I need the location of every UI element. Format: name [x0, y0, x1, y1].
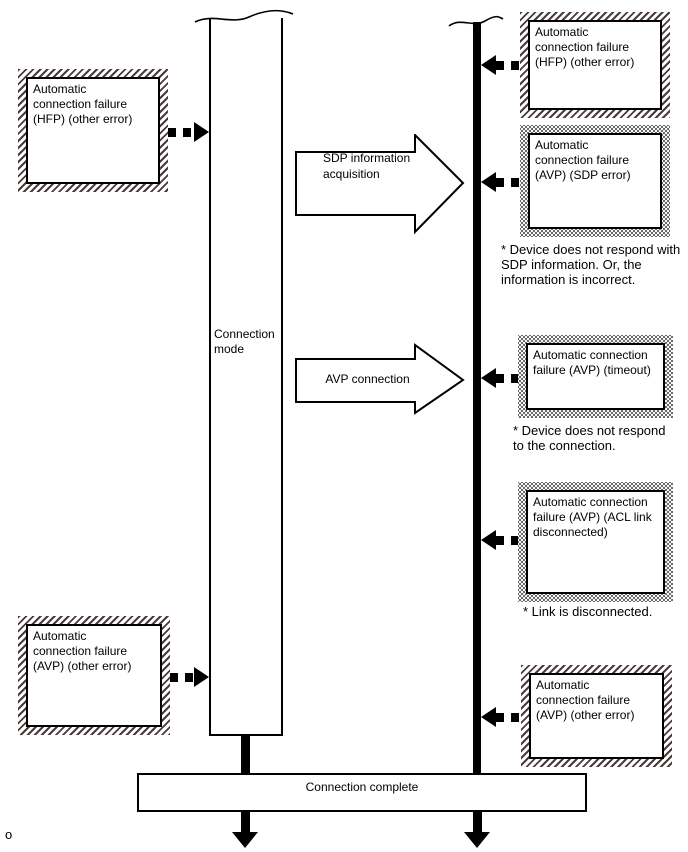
note-sdp-error: * Device does not respond with SDP infor…: [501, 242, 681, 287]
failure-box-hfp-other-right: Automatic connection failure (HFP) (othe…: [520, 12, 670, 118]
connection-complete-label: Connection complete: [305, 780, 419, 794]
failure-box-text: Automatic connection failure (HFP) (othe…: [33, 82, 133, 126]
dashed-arrow-sdp-error: [481, 172, 520, 192]
failure-box-text: Automatic connection failure (AVP) (othe…: [536, 678, 635, 722]
arrowhead-left-icon: [481, 530, 496, 550]
note-timeout: * Device does not respond to the connect…: [513, 423, 666, 453]
dashed-arrow-acl: [481, 530, 518, 550]
failure-box-hfp-other-left: Automatic connection failure (HFP) (othe…: [18, 69, 168, 192]
note-acl-disconnected: * Link is disconnected.: [523, 604, 653, 619]
connector-mode-to-complete: [241, 736, 250, 773]
exit-arrow-left-shaft: [241, 812, 250, 833]
dashes: [496, 60, 520, 70]
failure-box-avp-acl-disconnected: Automatic connection failure (AVP) (ACL …: [518, 482, 673, 602]
down-arrowhead-icon: [232, 832, 258, 848]
device-lifeline: [473, 22, 481, 773]
corner-label: o: [5, 827, 13, 842]
dashes: [496, 373, 518, 383]
failure-box-avp-other-left: Automatic connection failure (AVP) (othe…: [18, 616, 170, 735]
break-mark-right: [448, 15, 504, 27]
failure-box-avp-sdp-error: Automatic connection failure (AVP) (SDP …: [520, 125, 670, 237]
block-arrow-sdp-acquisition: [295, 134, 465, 234]
block-arrow-sdp-label: SDP information acquisition: [323, 151, 411, 181]
failure-box-avp-other-right: Automatic connection failure (AVP) (othe…: [521, 665, 672, 767]
arrowhead-left-icon: [481, 368, 496, 388]
dashes: [496, 535, 518, 545]
dashed-arrow-avp-left: [170, 667, 209, 687]
failure-box-text: Automatic connection failure (AVP) (ACL …: [533, 495, 652, 539]
arrowhead-right-icon: [194, 667, 209, 687]
break-mark-left: [194, 9, 294, 23]
failure-box-text: Automatic connection failure (AVP) (SDP …: [535, 138, 631, 182]
arrowhead-left-icon: [481, 55, 496, 75]
connection-complete-box: Connection complete: [137, 773, 587, 812]
exit-arrow-right-shaft: [473, 812, 482, 833]
failure-box-avp-timeout: Automatic connection failure (AVP) (time…: [518, 335, 673, 418]
block-arrow-avp-connection: [295, 343, 465, 415]
connection-mode-lifeline: [209, 18, 283, 736]
dashes: [496, 177, 520, 187]
failure-box-text: Automatic connection failure (HFP) (othe…: [535, 25, 635, 69]
dashes: [170, 672, 194, 682]
failure-box-text: Automatic connection failure (AVP) (othe…: [33, 629, 132, 673]
connection-mode-label: Connection mode: [214, 327, 275, 356]
arrowhead-left-icon: [481, 707, 496, 727]
dashes: [496, 712, 521, 722]
failure-box-text: Automatic connection failure (AVP) (time…: [533, 348, 651, 377]
dashed-arrow-timeout: [481, 368, 518, 388]
arrowhead-right-icon: [194, 122, 209, 142]
block-arrow-avp-label: AVP connection: [325, 372, 410, 386]
dashed-arrow-avp-right: [481, 707, 521, 727]
down-arrowhead-icon: [464, 832, 490, 848]
dashed-arrow-hfp-right: [481, 55, 520, 75]
dashed-arrow-hfp-left: [168, 122, 209, 142]
arrowhead-left-icon: [481, 172, 496, 192]
dashes: [168, 127, 194, 137]
